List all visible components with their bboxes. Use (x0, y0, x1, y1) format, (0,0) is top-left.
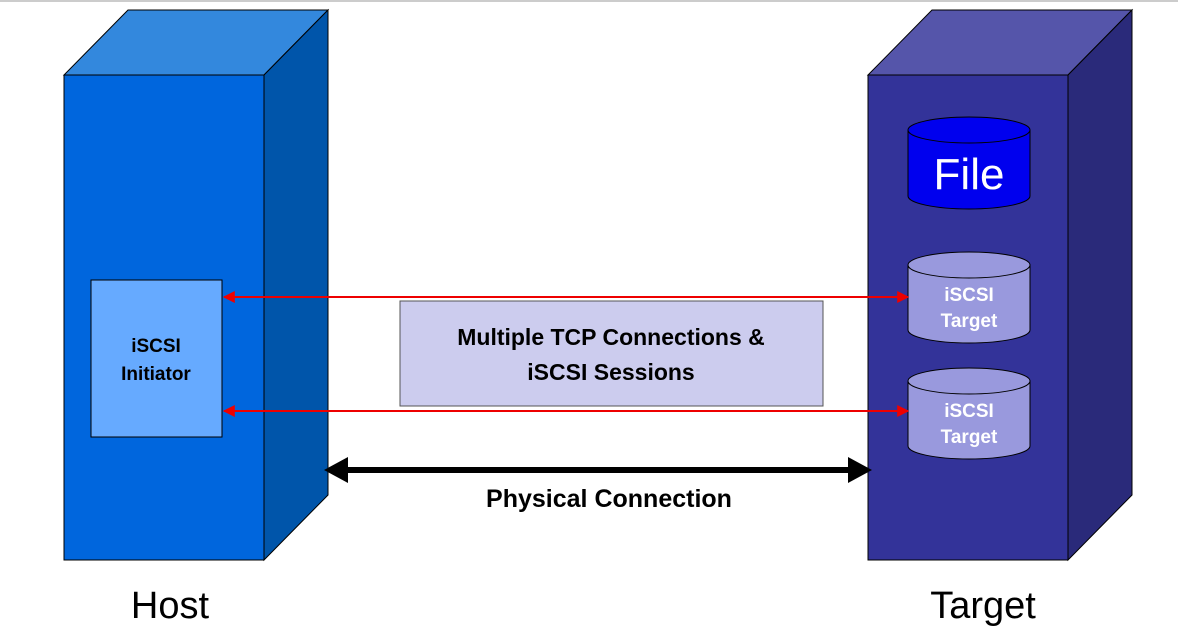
target2-line1: iSCSI (944, 401, 994, 422)
target1-line1: iSCSI (944, 285, 994, 306)
iscsi-initiator: iSCSI Initiator (90, 279, 223, 438)
initiator-line1: iSCSI (131, 336, 181, 357)
iscsi-target-2: iSCSI Target (907, 367, 1031, 460)
host-server: iSCSI Initiator (62, 8, 330, 562)
physical-arrow-head-left (324, 457, 348, 483)
target1-cylinder-body (907, 264, 1031, 344)
target1-line2: Target (941, 311, 998, 332)
sessions-line1: Multiple TCP Connections & (457, 324, 765, 350)
target2-cylinder-top (907, 367, 1031, 395)
sessions-box: Multiple TCP Connections & iSCSI Session… (399, 300, 824, 407)
target-label: Target (930, 585, 1036, 627)
target2-cylinder-body (907, 380, 1031, 460)
target1-cylinder-top (907, 251, 1031, 279)
physical-arrow-head-right (848, 457, 872, 483)
file-label: File (934, 150, 1005, 199)
target-server: File iSCSI Target iSCSI Target (866, 8, 1134, 562)
physical-connection: Physical Connection (324, 457, 872, 513)
file-cylinder-body (907, 129, 1031, 210)
host-side-face (263, 8, 329, 562)
host-label: Host (131, 585, 210, 627)
sessions-line2: iSCSI Sessions (527, 359, 694, 385)
target2-line2: Target (941, 427, 998, 448)
physical-connection-label: Physical Connection (486, 485, 732, 513)
file-cylinder-top (907, 116, 1031, 144)
iscsi-target-1: iSCSI Target (907, 251, 1031, 344)
initiator-line2: Initiator (121, 364, 191, 385)
target-side-face (1067, 8, 1133, 562)
sessions-box-bg (399, 300, 824, 407)
file-storage: File (907, 116, 1031, 210)
initiator-box (90, 279, 223, 438)
